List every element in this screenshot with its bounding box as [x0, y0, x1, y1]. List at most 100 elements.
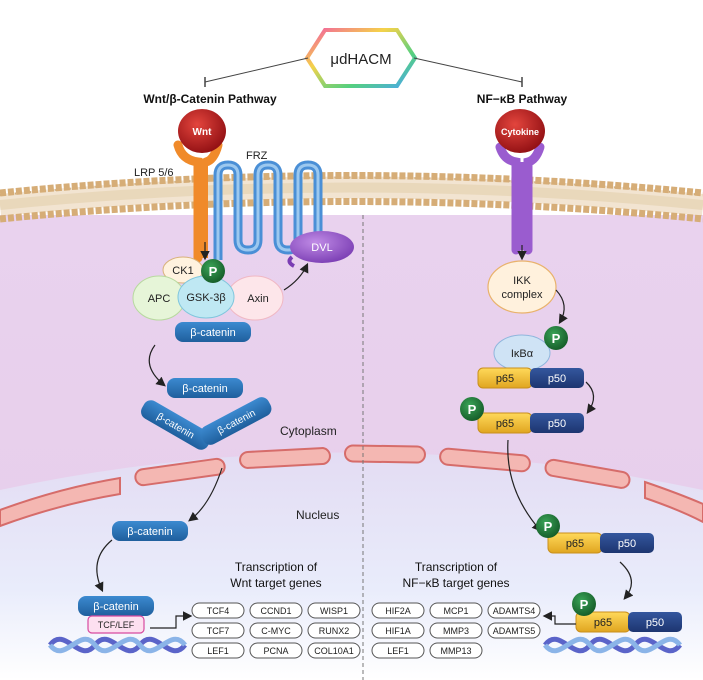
inhibit-line-wnt [204, 57, 309, 83]
phospho-icon [544, 326, 568, 350]
svg-text:p50: p50 [618, 538, 636, 550]
svg-text:IKK: IKK [513, 275, 531, 287]
svg-text:LEF1: LEF1 [387, 646, 409, 656]
gene-hif1a: HIF1A [371, 622, 425, 639]
svg-text:COL10A1: COL10A1 [314, 646, 354, 656]
svg-text:p50: p50 [548, 373, 566, 385]
svg-text:p65: p65 [496, 373, 514, 385]
gene-lef1: LEF1 [191, 642, 245, 659]
svg-text:HIF2A: HIF2A [385, 606, 411, 616]
gene-col10a1: COL10A1 [307, 642, 361, 659]
dvl-protein: DVL [287, 231, 354, 268]
gene-runx2: RUNX2 [307, 622, 361, 639]
gene-pcna: PCNA [249, 642, 303, 659]
svg-text:p50: p50 [548, 418, 566, 430]
gene-mmp3: MMP3 [429, 622, 483, 639]
ck1-label: CK1 [172, 265, 193, 277]
destruction-complex: CK1 APC Axin GSK-3β P [132, 256, 284, 321]
gene-adamts4: ADAMTS4 [487, 602, 541, 619]
svg-text:β-catenin: β-catenin [182, 383, 227, 395]
gene-mcp1: MCP1 [429, 602, 483, 619]
svg-text:WISP1: WISP1 [320, 606, 348, 616]
beta-catenin-free: β-catenin [167, 378, 243, 398]
mudhacm-label: μdHACM [330, 51, 391, 68]
nfkb-transcription-line2: NF−κB target genes [402, 576, 509, 590]
svg-text:Wnt: Wnt [193, 127, 213, 138]
nfkb-dimer-cytoplasm: p65 p50 P [460, 397, 584, 434]
svg-text:P: P [552, 331, 561, 346]
frz-label: FRZ [246, 150, 268, 162]
tcf-lef-factor: TCF/LEF [87, 615, 145, 634]
svg-text:TCF7: TCF7 [207, 626, 230, 636]
svg-text:DVL: DVL [311, 242, 332, 254]
axin-label: Axin [247, 293, 268, 305]
nfkb-dimer-nuclear: p65 p50 P [536, 514, 654, 554]
gene-ccnd1: CCND1 [249, 602, 303, 619]
cytokine-receptor [495, 142, 545, 255]
phospho-icon [460, 397, 484, 421]
nucleus-label: Nucleus [296, 508, 339, 522]
cytoplasm-label: Cytoplasm [280, 424, 337, 438]
lrp-label: LRP 5/6 [134, 167, 174, 179]
svg-text:ADAMTS4: ADAMTS4 [493, 606, 536, 616]
svg-text:RUNX2: RUNX2 [319, 626, 350, 636]
svg-text:TCF4: TCF4 [207, 606, 230, 616]
wnt-pathway-title: Wnt/β-Catenin Pathway [143, 92, 277, 106]
svg-text:CCND1: CCND1 [260, 606, 291, 616]
gene-tcf7: TCF7 [191, 622, 245, 639]
svg-text:ADAMTS5: ADAMTS5 [493, 626, 536, 636]
mudhacm-node: μdHACM [304, 28, 418, 88]
wnt-transcription-line2: Wnt target genes [230, 576, 321, 590]
svg-text:β-catenin: β-catenin [93, 601, 138, 613]
phospho-icon [201, 259, 225, 283]
svg-text:MMP13: MMP13 [440, 646, 471, 656]
gene-c-myc: C-MYC [249, 622, 303, 639]
svg-text:MCP1: MCP1 [443, 606, 468, 616]
svg-text:TCF/LEF: TCF/LEF [98, 620, 135, 630]
svg-text:p65: p65 [566, 538, 584, 550]
svg-text:PCNA: PCNA [263, 646, 288, 656]
svg-text:LEF1: LEF1 [207, 646, 229, 656]
svg-text:p50: p50 [646, 617, 664, 629]
svg-text:complex: complex [502, 289, 543, 301]
svg-text:HIF1A: HIF1A [385, 626, 411, 636]
dna-helix-left [48, 636, 187, 654]
phospho-icon [572, 592, 596, 616]
ikk-complex: IKK complex [487, 260, 557, 314]
svg-text:p65: p65 [594, 617, 612, 629]
svg-text:P: P [209, 264, 218, 279]
gene-mmp13: MMP13 [429, 642, 483, 659]
nfkb-dimer-dna: p65 p50 P [572, 592, 682, 633]
inhibit-line-nfkb [413, 57, 523, 83]
gene-tcf4: TCF4 [191, 602, 245, 619]
cytokine-ligand: Cytokine [495, 109, 545, 153]
svg-text:β-catenin: β-catenin [190, 327, 235, 339]
dna-helix-right [543, 636, 682, 654]
beta-catenin-tcf: β-catenin [78, 596, 154, 616]
wnt-transcription-line1: Transcription of [235, 560, 318, 574]
svg-text:Cytokine: Cytokine [501, 127, 539, 137]
cell-membrane [0, 172, 703, 223]
gene-wisp1: WISP1 [307, 602, 361, 619]
svg-text:MMP3: MMP3 [443, 626, 469, 636]
svg-text:β-catenin: β-catenin [127, 526, 172, 538]
ikba-label: IκBα [511, 348, 534, 360]
gsk-label: GSK-3β [186, 292, 225, 304]
gene-adamts5: ADAMTS5 [487, 622, 541, 639]
svg-text:P: P [544, 519, 553, 534]
svg-text:P: P [468, 402, 477, 417]
beta-catenin-complex-bound: β-catenin [175, 322, 251, 342]
svg-text:C-MYC: C-MYC [261, 626, 291, 636]
ikba-complex: IκBα P p65 p50 [477, 326, 584, 389]
nuclear-envelope [0, 444, 703, 528]
svg-text:p65: p65 [496, 418, 514, 430]
nfkb-pathway-title: NF−κB Pathway [477, 92, 568, 106]
beta-catenin-nuclear: β-catenin [112, 521, 188, 541]
svg-text:P: P [580, 597, 589, 612]
nfkb-transcription-line1: Transcription of [415, 560, 498, 574]
gene-lef1: LEF1 [371, 642, 425, 659]
